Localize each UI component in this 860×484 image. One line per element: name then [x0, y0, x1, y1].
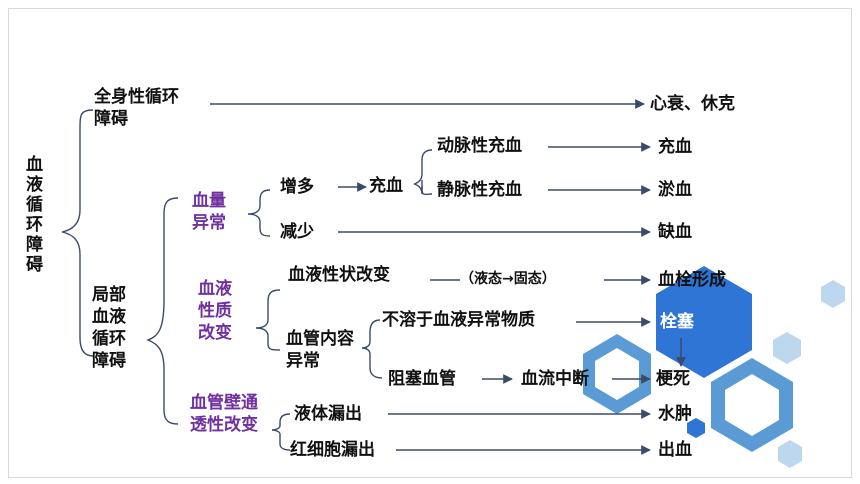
- bracket-hyperemia-lower: [421, 186, 433, 196]
- hex-small-bottom: [778, 440, 802, 468]
- fluid-leak-label: 液体漏出: [294, 404, 362, 424]
- infarction-label: 梗死: [656, 369, 690, 389]
- hex-ring-left-inner: [595, 348, 639, 400]
- decrease-result: 缺血: [658, 222, 692, 242]
- hex-large: [656, 266, 752, 378]
- systemic-result: 心衰、休克: [650, 94, 735, 114]
- blood-volume-label: 血量异常: [192, 191, 226, 233]
- bracket-vessel-content: [361, 319, 383, 379]
- state-note: （液态→固态）: [460, 271, 556, 287]
- thrombosis-label: 血栓形成: [658, 270, 726, 290]
- hex-small-top: [821, 280, 845, 308]
- hemorrhage-label: 出血: [658, 440, 692, 460]
- hyperemia-label: 充血: [369, 176, 403, 196]
- rbc-leak-label: 红细胞漏出: [290, 440, 375, 460]
- systemic-label: 全身性循环障碍: [94, 87, 179, 129]
- vascular-permeability-label: 血管壁通透性改变: [190, 393, 258, 435]
- blocking-label: 阻塞血管: [388, 369, 456, 389]
- insoluble-label: 不溶于血液异常物质: [382, 310, 535, 330]
- venous-result: 淤血: [658, 180, 692, 200]
- hex-tiny: [687, 418, 705, 438]
- vessel-content-label: 血管内容异常: [286, 329, 354, 371]
- bracket-hyperemia: [413, 149, 433, 195]
- blood-property-label: 血液性质改变: [198, 279, 232, 343]
- arterial-hyperemia-label: 动脉性充血: [437, 136, 522, 156]
- hex-ring-right-inner: [725, 374, 779, 436]
- increase-label: 增多: [280, 177, 314, 197]
- local-label: 局部血液循环障碍: [92, 285, 126, 371]
- embolism-label: 栓塞: [660, 312, 694, 332]
- state-change-label: 血液性状改变: [288, 265, 390, 285]
- arterial-result: 充血: [658, 137, 692, 157]
- bracket-permeability: [271, 413, 291, 451]
- bracket-local: [146, 197, 179, 425]
- edema-label: 水肿: [658, 404, 692, 424]
- hex-small-mid: [773, 332, 801, 364]
- decrease-label: 减少: [280, 222, 314, 242]
- interruption-label: 血流中断: [521, 369, 589, 389]
- root-label: 血液循环障碍: [26, 155, 43, 275]
- bracket-root: [61, 109, 94, 357]
- bracket-blood-volume: [247, 189, 271, 237]
- venous-hyperemia-label: 静脉性充血: [437, 180, 522, 200]
- bracket-blood-property: [255, 289, 281, 351]
